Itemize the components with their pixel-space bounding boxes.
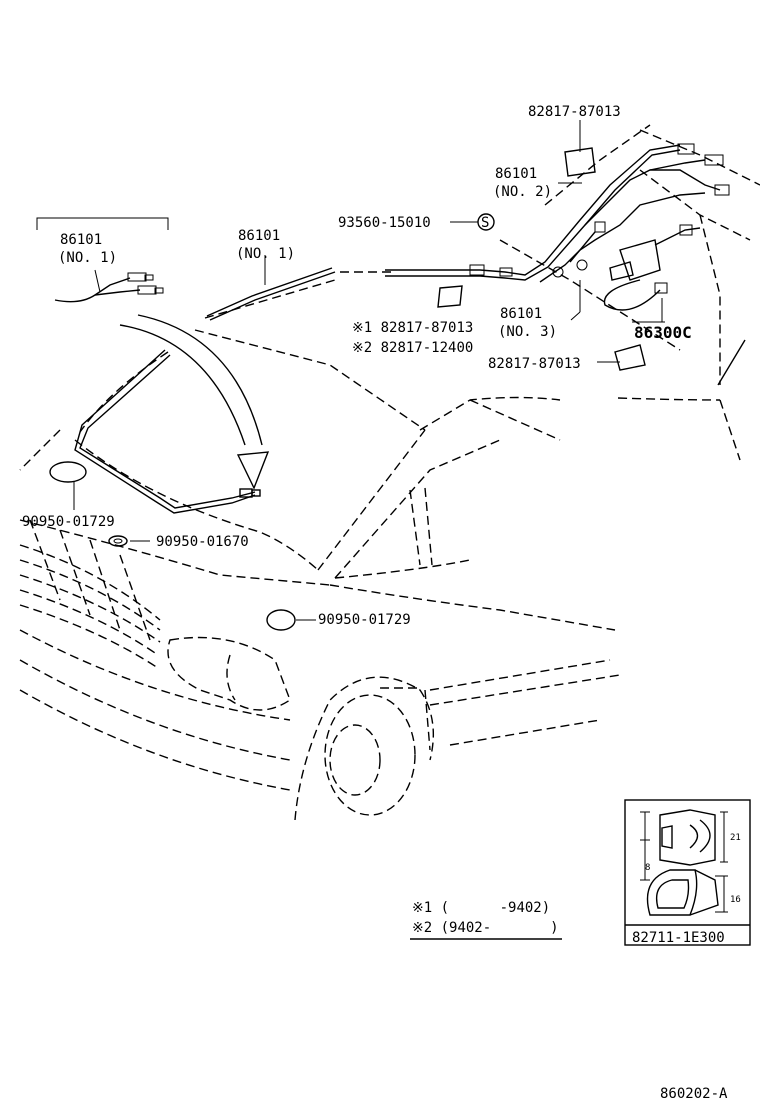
leader-lines: [73, 120, 665, 621]
amplifier-part-label: 86300C: [634, 323, 692, 342]
plug-lower-icon: [266, 609, 296, 631]
clip-part-label: 82711-1E300: [632, 930, 725, 946]
sticker-label-alt: [437, 285, 463, 308]
direction-arrow: [119, 314, 270, 490]
windshield-antenna-wire: [74, 349, 261, 514]
seal-icon: S: [477, 213, 495, 231]
clip-dim-bottom: 16: [730, 895, 741, 905]
sticker-label-top: [564, 147, 596, 177]
rear-antenna-cords: [385, 143, 730, 311]
cord-mid-no-label: (NO. 1): [236, 246, 295, 262]
sticker-label-bottom: [614, 344, 646, 371]
cord-no1-detail: [36, 217, 169, 303]
cord-no2-no-label: (NO. 2): [493, 184, 552, 200]
clip-dim-left: 8: [645, 863, 650, 873]
clip-dim-top: 21: [730, 833, 741, 843]
cord-no2-part-label: 86101: [495, 166, 537, 182]
label-bottom-part: 82817-87013: [488, 356, 581, 372]
diagram-code: 860202-A: [660, 1086, 728, 1102]
label-top-part: 82817-87013: [528, 104, 621, 120]
label-alt2-part: ※2 82817-12400: [352, 340, 473, 356]
cord-no3-no-label: (NO. 3): [498, 324, 557, 340]
clip-detail-inset: 21 8 16 82711-1E300: [624, 799, 751, 946]
roof-antenna-cord-no1: [206, 267, 336, 321]
grommet-part-label: 90950-01670: [156, 534, 249, 550]
cord-left-part-label: 86101: [60, 232, 102, 248]
cord-mid-part-label: 86101: [238, 228, 280, 244]
date-legend: ※1 ( -9402) ※2 (9402- ): [410, 900, 562, 940]
cord-no3-part-label: 86101: [500, 306, 542, 322]
legend-line-2: ※2 (9402- ): [412, 920, 559, 936]
plug-upper-icon: [49, 461, 87, 483]
part-labels: 86101 (NO. 1) 86101 (NO. 1) 82817-87013 …: [22, 104, 692, 628]
label-alt1-part: ※1 82817-87013: [352, 320, 473, 336]
legend-line-1: ※1 ( -9402): [412, 900, 550, 916]
car-body-outline: [19, 124, 760, 821]
grommet-icon: [108, 535, 128, 547]
cord-left-no-label: (NO. 1): [58, 250, 117, 266]
seal-part-label: 93560-15010: [338, 215, 431, 231]
plug-upper-part-label: 90950-01729: [22, 514, 115, 530]
plug-lower-part-label: 90950-01729: [318, 612, 411, 628]
seal-symbol: S: [481, 215, 489, 231]
